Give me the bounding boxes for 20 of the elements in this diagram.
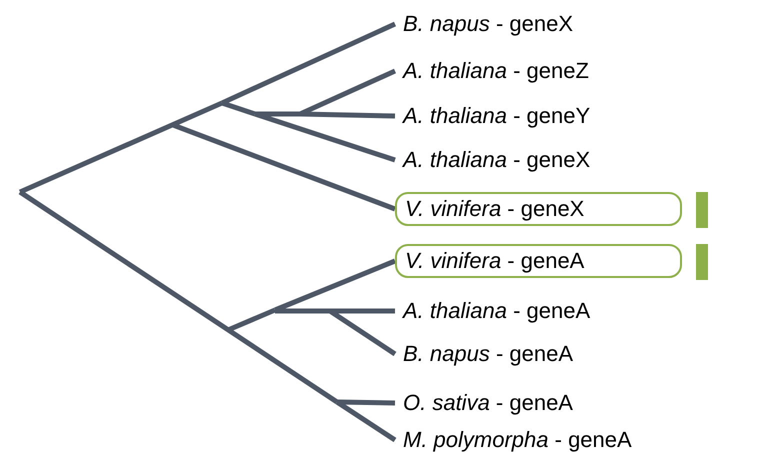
gene-label: A. thaliana - geneA xyxy=(395,295,598,327)
gene-label: V. vinifera - geneX xyxy=(397,194,592,223)
gene-label: O. sativa - geneA xyxy=(395,387,581,419)
tree-branch xyxy=(254,112,396,162)
gene-label: A. thaliana - geneZ xyxy=(395,55,597,87)
tree-branch xyxy=(330,308,395,314)
gene-label: A. thaliana - geneX xyxy=(395,144,598,176)
tree-branch xyxy=(172,122,396,212)
gene-label: A. thaliana - geneY xyxy=(395,100,598,132)
gene-label: M. polymorpha - geneA xyxy=(395,424,640,456)
tree-branch xyxy=(274,258,396,312)
gene-label: V. vinifera - geneA xyxy=(397,246,592,275)
highlight-box xyxy=(395,192,682,226)
tree-branch xyxy=(300,112,396,118)
gene-label: B. napus - geneX xyxy=(395,8,582,40)
gene-label: B. napus - geneA xyxy=(395,338,582,370)
highlight-box xyxy=(395,244,682,278)
tree-branch xyxy=(336,400,396,442)
tree-branch xyxy=(336,400,396,406)
tree-branch xyxy=(220,22,396,106)
